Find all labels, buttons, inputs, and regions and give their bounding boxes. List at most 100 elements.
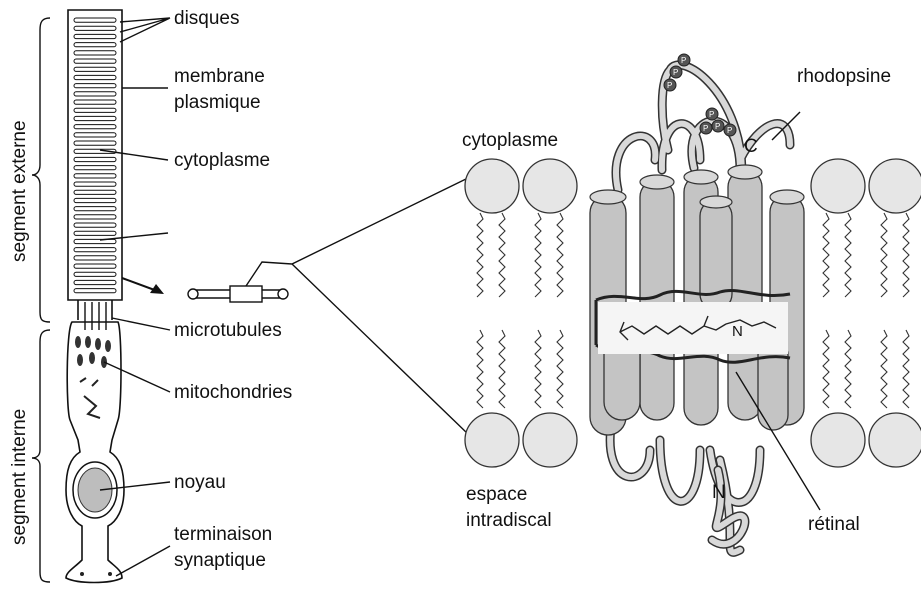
segment-interne-label: segment interne: [9, 409, 30, 545]
lipid-tail: [903, 330, 909, 408]
disc: [74, 43, 116, 47]
retinal-nitrogen: N: [732, 323, 743, 340]
svg-text:P: P: [727, 126, 732, 135]
lipid-tail: [845, 330, 851, 408]
disc: [74, 280, 116, 284]
disc: [74, 231, 116, 235]
inner-segment-outline: [66, 322, 124, 583]
lipid-tail: [823, 330, 829, 408]
disc: [74, 141, 116, 145]
chromatin: [78, 468, 112, 512]
lipid-head: [811, 159, 865, 213]
c-terminus-label: C: [744, 136, 758, 157]
disc: [74, 92, 116, 96]
disc: [74, 166, 116, 170]
lipid-head: [465, 413, 519, 467]
synaptic-vesicle: [80, 572, 84, 576]
disc: [74, 198, 116, 202]
lipid-tail: [881, 330, 887, 408]
svg-text:P: P: [673, 68, 678, 77]
disc: [74, 125, 116, 129]
disc: [74, 190, 116, 194]
lipid-head: [869, 159, 921, 213]
disc: [74, 67, 116, 71]
disc: [74, 264, 116, 268]
segment-externe-label: segment externe: [9, 120, 30, 262]
espace-label-line1: espace: [466, 484, 527, 505]
lipid-head: [869, 413, 921, 467]
lipid-head: [811, 413, 865, 467]
lipid-tail: [535, 213, 541, 297]
disc: [74, 84, 116, 88]
microtubules-label: microtubules: [174, 320, 282, 341]
mitochondries-label: mitochondries: [174, 382, 292, 403]
lipid-head: [523, 413, 577, 467]
lipid-tail: [845, 213, 851, 297]
microtubules-leader: [112, 318, 170, 330]
lipid-tail: [499, 330, 505, 408]
synaptic-vesicle: [108, 572, 112, 576]
lipid-tail: [477, 330, 483, 408]
terminaison-leader: [116, 546, 170, 576]
disques-label: disques: [174, 8, 240, 29]
disc: [74, 100, 116, 104]
disc: [74, 59, 116, 63]
n-terminus-label: N: [712, 482, 726, 503]
membrane-label-line1: membrane: [174, 66, 265, 87]
disc: [74, 51, 116, 55]
lipid-tail: [477, 213, 483, 297]
lipid-head: [465, 159, 519, 213]
disc-zoom-box: [230, 286, 262, 302]
disc: [74, 34, 116, 38]
rhodopsin: N P P P P P P P C N: [590, 54, 804, 552]
connecting-cilium: [78, 300, 112, 320]
lipid-tail: [823, 213, 829, 297]
brace-outer-segment: [32, 18, 50, 322]
golgi-apparatus: [80, 378, 100, 418]
mitochondria-group: [75, 336, 111, 418]
microtubule-strands: [85, 302, 106, 330]
mitochondrion: [77, 354, 83, 366]
lipid-tail: [903, 213, 909, 297]
disc: [74, 239, 116, 243]
disc: [74, 215, 116, 219]
lipid-tail: [881, 213, 887, 297]
svg-text:P: P: [703, 124, 708, 133]
disc: [74, 116, 116, 120]
disc: [74, 289, 116, 293]
mitochondrion: [95, 338, 101, 350]
svg-text:P: P: [667, 81, 672, 90]
disc: [74, 18, 116, 22]
noyau-label: noyau: [174, 472, 226, 493]
mitochondries-leader: [104, 362, 170, 392]
terminaison-label-line2: synaptique: [174, 550, 266, 571]
disc: [74, 75, 116, 79]
disc: [74, 223, 116, 227]
cytoplasme-cell-label: cytoplasme: [174, 150, 270, 171]
lipid-tail: [535, 330, 541, 408]
disc: [74, 256, 116, 260]
svg-text:P: P: [709, 110, 714, 119]
lipid-tail: [499, 213, 505, 297]
disc: [74, 108, 116, 112]
rod-cell: [66, 10, 124, 583]
espace-label-line2: intradiscal: [466, 510, 552, 531]
mitochondrion: [75, 336, 81, 348]
disc-rim-right: [278, 289, 288, 299]
membrane-label-line2: plasmique: [174, 92, 261, 113]
rhodopsine-label: rhodopsine: [797, 66, 891, 87]
single-disc: [188, 286, 288, 302]
disc: [74, 157, 116, 161]
mitochondrion: [85, 336, 91, 348]
disc: [74, 248, 116, 252]
svg-text:P: P: [681, 56, 686, 65]
disc: [74, 207, 116, 211]
retinal-label: rétinal: [808, 514, 860, 535]
mitochondrion: [105, 340, 111, 352]
svg-text:P: P: [715, 122, 720, 131]
lipid-tail: [557, 330, 563, 408]
disc: [74, 182, 116, 186]
lipid-head: [523, 159, 577, 213]
